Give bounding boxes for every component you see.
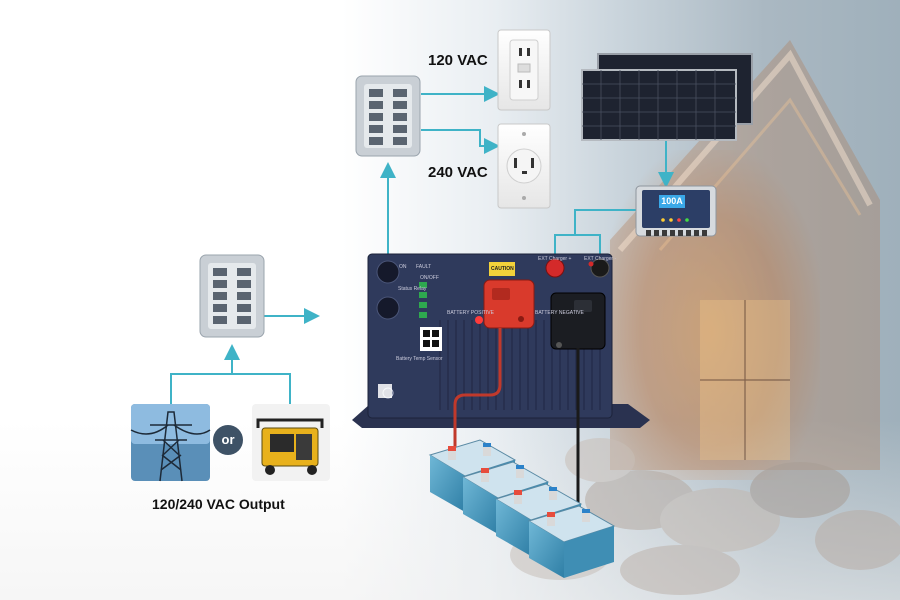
breaker-panel-top-icon [355,75,421,157]
inverter-label-status-relay: Status Relay [398,286,427,292]
inverter-label-battery-positive: BATTERY POSITIVE [447,310,494,316]
inverter-icon [352,253,650,428]
outlet-120v-icon [497,29,551,111]
cabin-illustration [610,40,880,470]
inverter-label-battery-negative: BATTERY NEGATIVE [535,310,584,316]
battery-icon [527,505,616,578]
battery-bank [428,439,616,578]
connector-lines [170,86,674,404]
solar-panel-icon [581,53,753,141]
label-ac-output: 120/240 VAC Output [152,496,285,512]
or-badge: or [213,425,243,455]
battery-cables [453,328,580,515]
inverter-label-fault: FAULT [416,264,432,270]
inverter-label-on-off: ON/OFF [420,275,439,281]
outlet-240v-icon [497,123,551,209]
inverter-label-caution: CAUTION [491,266,514,272]
charge-controller-icon [635,185,717,237]
inverter-label-ext-charger-pos: EXT Charger + [538,256,572,262]
charge-controller-display: 100A [659,195,685,208]
generator-icon [252,404,330,481]
inverter-label-temp-sensor: Battery Temp Sensor [396,356,443,362]
inverter-label-ext-charger-neg: EXT Charger - [584,256,617,262]
label-240-vac: 240 VAC [428,164,488,181]
breaker-panel-input-icon [199,254,265,338]
power-grid-icon [130,404,211,482]
inverter-label-on: ON [399,264,407,270]
label-120-vac: 120 VAC [428,52,488,69]
